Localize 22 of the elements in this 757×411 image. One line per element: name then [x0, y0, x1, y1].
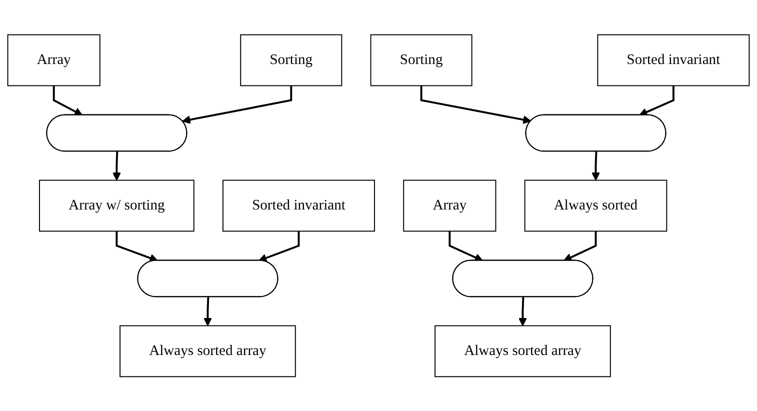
arrow: [258, 230, 300, 262]
arrow: [112, 151, 121, 180]
node-box: Sorting: [370, 34, 472, 86]
arrow: [518, 296, 527, 326]
node-box: Array w/ sorting: [39, 180, 194, 232]
node-box: Always sorted array: [120, 325, 296, 377]
arrow: [182, 85, 292, 124]
arrow: [639, 85, 674, 116]
arrow: [420, 85, 532, 124]
node-box: Sorted invariant: [597, 34, 750, 86]
arrow: [563, 230, 597, 262]
node-box: Sorted invariant: [222, 180, 375, 232]
arrow: [52, 85, 83, 116]
node-box: Always sorted: [524, 180, 668, 232]
node-box: Array: [7, 34, 100, 86]
arrow: [448, 230, 483, 262]
arrow: [203, 296, 212, 326]
arrow: [116, 230, 158, 262]
arrow: [592, 151, 600, 180]
node-box: Always sorted array: [434, 325, 611, 377]
node-box: Sorting: [240, 34, 342, 86]
node-box: Array: [403, 180, 496, 232]
